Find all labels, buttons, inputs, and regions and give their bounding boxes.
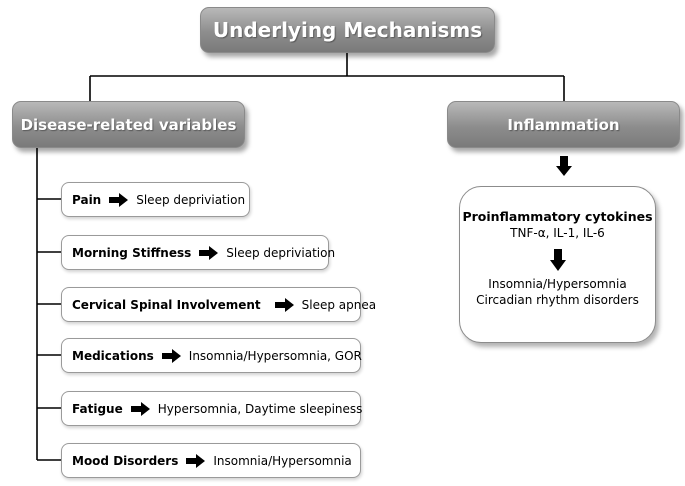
item-effect: Sleep apnea xyxy=(301,297,377,312)
root-node: Underlying Mechanisms xyxy=(200,7,495,53)
root-label: Underlying Mechanisms xyxy=(212,18,483,42)
item-effect: Insomnia/Hypersomnia, GOR xyxy=(188,348,362,363)
item-name: Medications xyxy=(72,348,154,363)
item-name: Morning Stiffness xyxy=(72,245,192,260)
inflammation-node: Inflammation xyxy=(447,101,680,148)
down-arrow-icon xyxy=(556,156,572,176)
item-name: Mood Disorders xyxy=(72,453,179,468)
item-name: Fatigue xyxy=(72,401,123,416)
item-morning-stiffness: Morning Stiffness Sleep depriviation xyxy=(61,235,335,270)
cytokines-list: TNF-α, IL-1, IL-6 xyxy=(510,226,605,240)
cytokines-title: Proinflammatory cytokines xyxy=(462,209,653,224)
right-arrow-icon xyxy=(130,401,150,416)
cytokines-effect-2: Circadian rhythm disorders xyxy=(476,293,639,307)
item-name: Cervical Spinal Involvement xyxy=(72,297,261,312)
item-pain: Pain Sleep depriviation xyxy=(61,182,250,217)
cytokines-box: Proinflammatory cytokines TNF-α, IL-1, I… xyxy=(459,186,656,343)
item-medications: Medications Insomnia/Hypersomnia, GOR xyxy=(61,338,362,373)
item-name: Pain xyxy=(72,192,102,207)
item-fatigue: Fatigue Hypersomnia, Daytime sleepiness xyxy=(61,391,363,426)
disease-variables-node: Disease-related variables xyxy=(12,101,245,148)
right-arrow-icon xyxy=(199,245,219,260)
item-effect: Sleep depriviation xyxy=(226,245,336,260)
item-effect: Insomnia/Hypersomnia xyxy=(213,453,352,468)
right-arrow-icon xyxy=(186,453,206,468)
down-arrow-icon xyxy=(460,249,655,271)
inflammation-label: Inflammation xyxy=(507,115,620,134)
cytokines-effect-1: Insomnia/Hypersomnia xyxy=(488,277,627,291)
item-cervical-spinal: Cervical Spinal Involvement Sleep apnea xyxy=(61,287,376,322)
right-arrow-icon xyxy=(274,297,294,312)
item-effect: Hypersomnia, Daytime sleepiness xyxy=(157,401,363,416)
right-arrow-icon xyxy=(161,348,181,363)
item-effect: Sleep depriviation xyxy=(136,192,246,207)
disease-variables-label: Disease-related variables xyxy=(20,115,237,134)
right-arrow-icon xyxy=(109,192,129,207)
item-mood-disorders: Mood Disorders Insomnia/Hypersomnia xyxy=(61,443,361,478)
